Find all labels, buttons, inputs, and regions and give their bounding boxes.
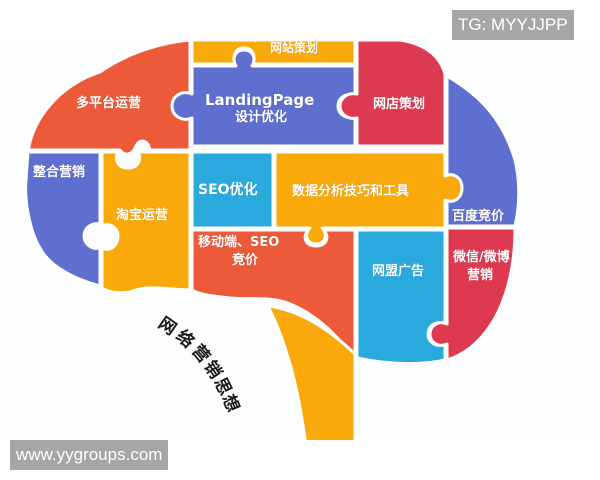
label-shop-planning: 网店策划: [373, 97, 426, 112]
watermark-top-right: TG: MYYJJPP: [452, 10, 574, 40]
label-wechat-weibo-line1: 微信/微博: [453, 250, 510, 265]
label-data-analysis: 数据分析技巧和工具: [292, 184, 410, 199]
piece-multi-platform-ops: [26, 40, 192, 157]
label-taobao-ops: 淘宝运营: [116, 208, 169, 223]
brain-puzzle-graphic: [24, 40, 521, 440]
piece-landing-page: [170, 48, 357, 148]
piece-data-analysis: [273, 150, 464, 246]
piece-brain-stem: [266, 304, 357, 440]
piece-baidu-bidding: [445, 74, 521, 228]
diagram-canvas: 网站策划 多平台运营 LandingPage 设计优化 网店策划 整合营销 淘宝…: [0, 40, 600, 440]
watermark-bottom-left: www.yygroups.com: [10, 440, 169, 470]
piece-taobao-ops: [100, 150, 192, 295]
label-website-planning: 网站策划: [270, 41, 319, 55]
label-multi-platform-ops: 多平台运营: [76, 96, 142, 111]
label-integrated-marketing: 整合营销: [33, 165, 86, 180]
piece-shop-planning: [338, 40, 447, 148]
label-landing-page-line2: 设计优化: [235, 110, 288, 125]
label-baidu-bidding: 百度竞价: [452, 209, 505, 224]
label-affiliate-ads: 网盟广告: [372, 264, 425, 279]
piece-seo-optimization: [190, 150, 275, 230]
label-seo-optimization: SEO优化: [198, 182, 258, 198]
piece-affiliate-ads: [355, 228, 447, 366]
piece-wechat-weibo: [428, 226, 517, 362]
label-mobile-seo-line1: 移动端、SEO: [198, 235, 280, 250]
label-mobile-seo-line2: 竞价: [232, 253, 259, 268]
label-landing-page-line1: LandingPage: [205, 91, 315, 109]
label-wechat-weibo-line2: 营销: [467, 268, 494, 283]
piece-integrated-marketing: [24, 150, 102, 288]
